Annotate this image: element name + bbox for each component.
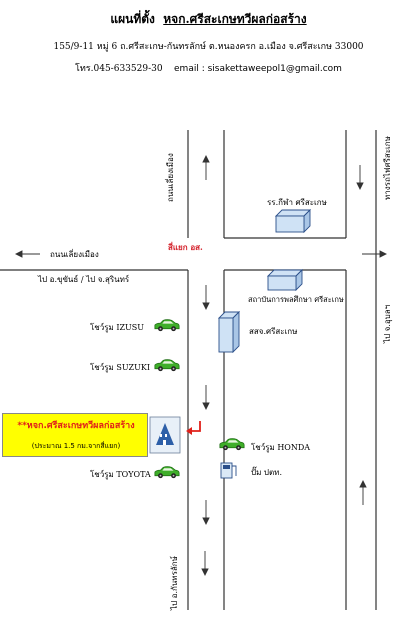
label-junction: สี่แยก อส.: [168, 242, 203, 252]
label-railway: ทางรถไฟศรีสะเกษ: [383, 136, 392, 200]
location-marker-icon: [186, 421, 201, 435]
shop-highlight-box: **หจก.ศรีสะเกษทวีผลก่อสร้าง (ประมาณ 1.5 …: [2, 413, 148, 457]
car-icon-isuzu: [154, 319, 180, 332]
label-horizontal-road: ถนนเลี่ยงเมือง: [50, 250, 99, 259]
company-phone: โทร.045-633529-30: [75, 64, 163, 74]
car-icon-toyota: [154, 466, 180, 479]
label-left-vertical-road: ถนนเลี่ยงเมือง: [166, 153, 175, 202]
label-ptt-station: ปั๊ม ปตท.: [251, 468, 282, 477]
shop-distance: (ประมาณ 1.5 กม.จากสี่แยก): [31, 442, 121, 450]
car-icon-suzuki: [154, 359, 180, 372]
label-toyota-showroom: โชว์รูม TOYOTA: [90, 470, 151, 479]
building-pe-institute: [266, 268, 304, 292]
road-lines: [0, 130, 377, 610]
label-police: สสจ.ศรีสะเกษ: [249, 327, 298, 336]
label-to-kantharalak: ไป อ.กันทรลักษ์: [170, 556, 179, 610]
map-title: แผนที่ตั้ง หจก.ศรีสะเกษทวีผลก่อสร้าง: [0, 10, 417, 29]
shop-building-icon: [149, 416, 181, 454]
label-to-khukhan-surin: ไป อ.ขุขันธ์ / ไป จ.สุรินทร์: [38, 275, 130, 284]
label-sports-school: รร.กีฬา ศรีสะเกษ: [267, 198, 327, 207]
building-police: [217, 310, 241, 354]
direction-arrows: [14, 154, 388, 577]
label-isuzu-showroom: โชว์รูม IZUSU: [90, 323, 145, 332]
label-suzuki-showroom: โชว์รูม SUZUKI: [90, 363, 150, 372]
shop-name: **หจก.ศรีสะเกษทวีผลก่อสร้าง: [17, 421, 135, 431]
title-prefix: แผนที่ตั้ง: [110, 12, 155, 26]
company-email: email : sisakettaweepol1@gmail.com: [174, 64, 342, 74]
label-pe-institute: สถาบันการพลศึกษา ศรีสะเกษ: [248, 295, 344, 304]
gas-station-icon: [220, 462, 237, 479]
building-sports-school: [274, 208, 312, 234]
company-contact: โทร.045-633529-30 email : sisakettaweepo…: [0, 61, 417, 75]
title-company: หจก.ศรีสะเกษทวีผลก่อสร้าง: [163, 12, 307, 26]
label-to-ubon: ไป จ.อุบลฯ: [383, 304, 392, 343]
company-address: 155/9-11 หมู่ 6 ถ.ศรีสะเกษ-กันทรลักษ์ ต.…: [53, 42, 364, 52]
label-honda-showroom: โชว์รูม HONDA: [251, 443, 311, 452]
